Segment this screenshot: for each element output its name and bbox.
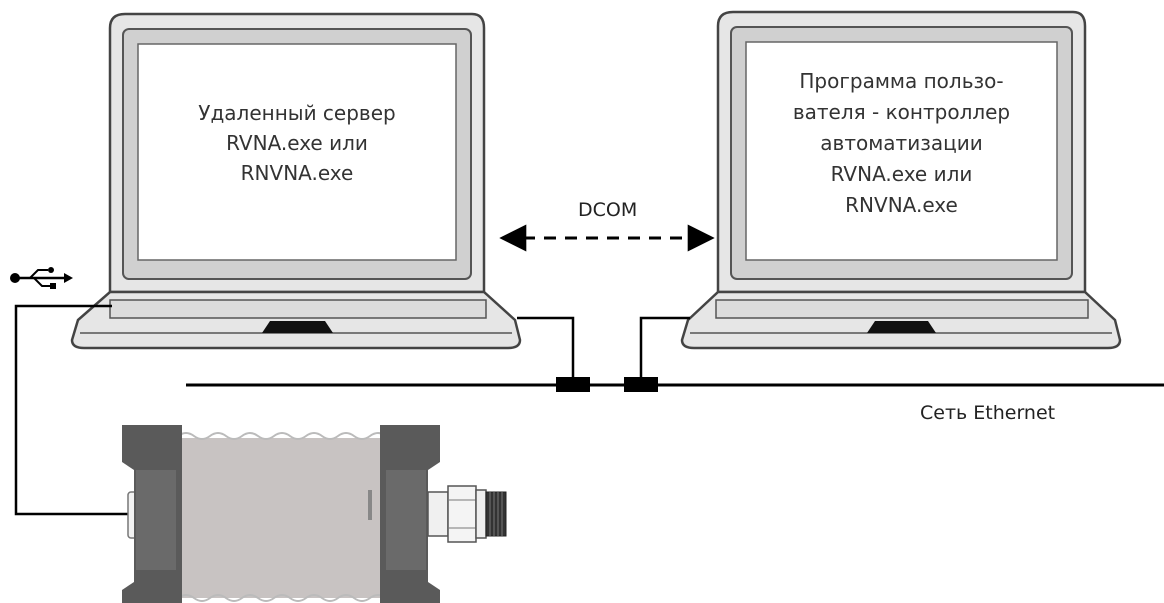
right-screen-line: Программа пользо-: [799, 69, 1004, 93]
laptop-right-screen-text: Программа пользо- вателя - контроллер ав…: [746, 66, 1057, 221]
left-screen-line: Удаленный сервер: [198, 101, 396, 125]
laptop-left-screen-text: Удаленный сервер RVNA.exe или RNVNA.exe: [138, 98, 456, 188]
laptop-left-touchpad: [262, 321, 333, 333]
ethernet-connector-left: [556, 377, 590, 392]
device-body: [178, 438, 386, 598]
laptop-right: [680, 10, 1122, 350]
right-screen-line: RNVNA.exe: [845, 193, 958, 217]
right-screen-line: вателя - контроллер: [792, 100, 1011, 124]
usb-icon: [10, 267, 73, 289]
laptop-left: [70, 12, 522, 350]
laptop-right-screen: [745, 41, 1058, 261]
left-screen-line: RNVNA.exe: [240, 161, 354, 185]
device-rf-connector: [427, 485, 507, 543]
left-screen-line: RVNA.exe или: [226, 131, 368, 155]
laptop-right-keyboard: [715, 299, 1089, 319]
laptop-left-keyboard: [109, 299, 487, 319]
ethernet-drop-right: [639, 316, 690, 385]
laptop-left-screen: [137, 43, 457, 261]
right-screen-line: RVNA.exe или: [830, 162, 973, 186]
network-label: Сеть Ethernet: [920, 402, 1056, 424]
dcom-label: DCOM: [578, 199, 638, 221]
laptop-right-touchpad: [867, 321, 936, 333]
ethernet-drop-left: [517, 316, 575, 385]
right-screen-line: автоматизации: [820, 131, 983, 155]
ethernet-connector-right: [624, 377, 658, 392]
usb-cable: [14, 304, 128, 516]
vna-device: [122, 425, 507, 603]
